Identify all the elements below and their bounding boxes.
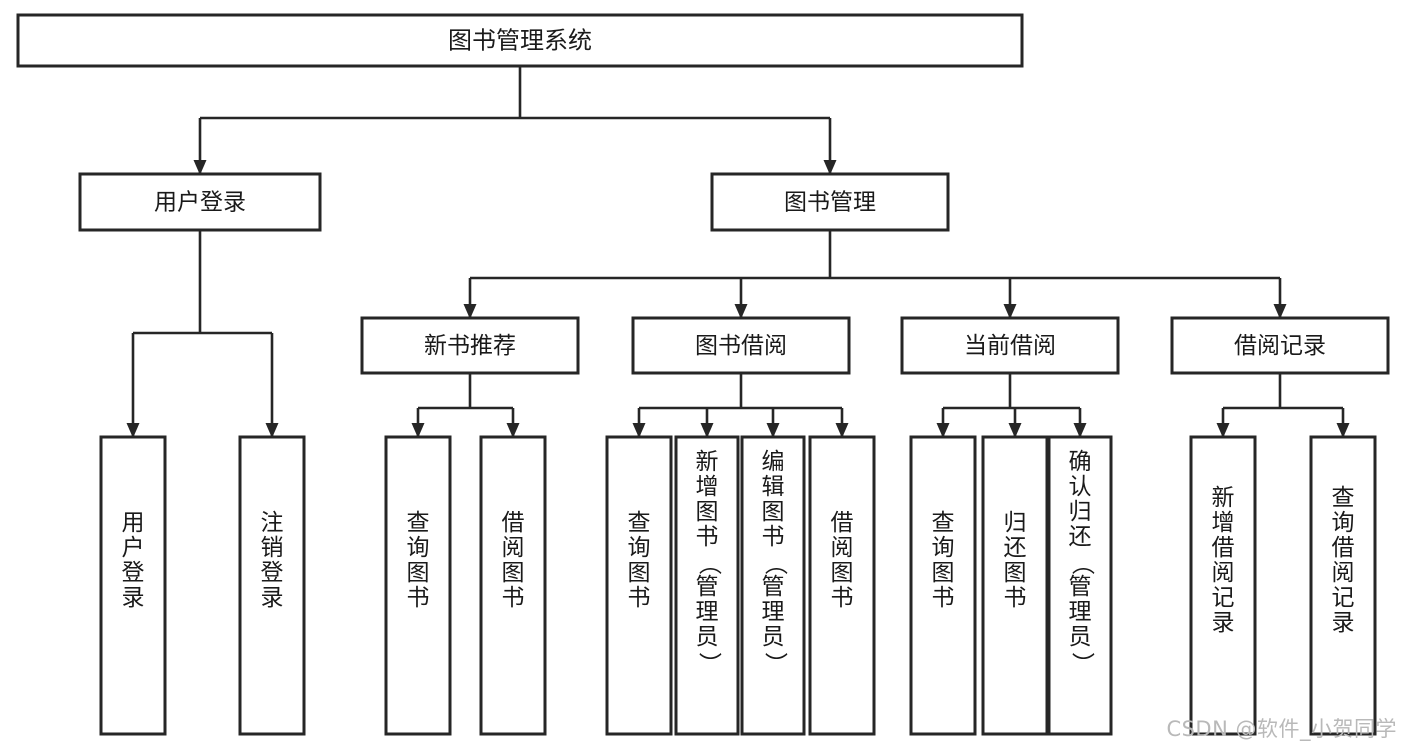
node-box-leaf-add-record[interactable]	[1189, 435, 1257, 736]
node-box-book-manage[interactable]	[710, 172, 950, 232]
node-box-leaf-return-book[interactable]	[981, 435, 1049, 736]
arrow-head-icon	[1336, 423, 1350, 438]
csdn-watermark: CSDN @软件_小贺同学	[1166, 717, 1397, 741]
node-box-current-borrow[interactable]	[900, 316, 1120, 375]
arrow-head-icon	[193, 160, 207, 175]
node-box-new-book-rec[interactable]	[360, 316, 580, 375]
connectors-layer	[126, 66, 1350, 438]
node-label-current-borrow: 当前借阅	[964, 333, 1056, 359]
node-box-borrow-record[interactable]	[1170, 316, 1390, 375]
node-box-leaf-edit-book[interactable]	[740, 435, 806, 736]
arrow-head-icon	[1073, 423, 1087, 438]
node-label-book-manage: 图书管理	[784, 190, 876, 216]
node-label-borrow-record: 借阅记录	[1234, 333, 1326, 359]
arrow-head-icon	[734, 304, 748, 319]
arrow-head-icon	[1273, 304, 1287, 319]
arrow-head-icon	[506, 423, 520, 438]
node-box-book-borrow[interactable]	[631, 316, 851, 375]
edge-group-book-manage	[463, 230, 1287, 319]
node-box-leaf-query-book-2[interactable]	[605, 435, 673, 736]
arrow-head-icon	[700, 423, 714, 438]
node-label-new-book-rec: 新书推荐	[424, 333, 516, 359]
edge-group-new-book-rec	[411, 373, 520, 438]
node-box-user-login[interactable]	[78, 172, 322, 232]
node-box-leaf-confirm-return[interactable]	[1047, 435, 1113, 736]
arrow-head-icon	[823, 160, 837, 175]
edge-group-root	[193, 66, 837, 175]
arrow-head-icon	[936, 423, 950, 438]
arrow-head-icon	[265, 423, 279, 438]
arrow-head-icon	[1008, 423, 1022, 438]
arrow-head-icon	[1003, 304, 1017, 319]
node-box-leaf-query-record[interactable]	[1309, 435, 1377, 736]
edge-group-user-login	[126, 230, 279, 438]
boxes-layer	[16, 13, 1390, 736]
node-box-leaf-borrow-book-1[interactable]	[479, 435, 547, 736]
edge-group-book-borrow	[632, 373, 849, 438]
node-box-root[interactable]	[16, 13, 1024, 68]
edge-group-current-borrow	[936, 373, 1087, 438]
arrow-head-icon	[126, 423, 140, 438]
arrow-head-icon	[411, 423, 425, 438]
node-box-leaf-logout[interactable]	[238, 435, 306, 736]
arrow-head-icon	[835, 423, 849, 438]
node-box-leaf-query-book-3[interactable]	[909, 435, 977, 736]
node-label-root: 图书管理系统	[448, 27, 592, 55]
arrow-head-icon	[463, 304, 477, 319]
node-box-leaf-add-book[interactable]	[674, 435, 740, 736]
node-box-leaf-borrow-book-2[interactable]	[808, 435, 876, 736]
node-box-leaf-user-login[interactable]	[99, 435, 167, 736]
edge-group-borrow-record	[1216, 373, 1350, 438]
arrow-head-icon	[1216, 423, 1230, 438]
node-label-book-borrow: 图书借阅	[695, 333, 787, 359]
arrow-head-icon	[632, 423, 646, 438]
node-label-user-login: 用户登录	[154, 190, 246, 216]
node-box-leaf-query-book-1[interactable]	[384, 435, 452, 736]
arrow-head-icon	[766, 423, 780, 438]
